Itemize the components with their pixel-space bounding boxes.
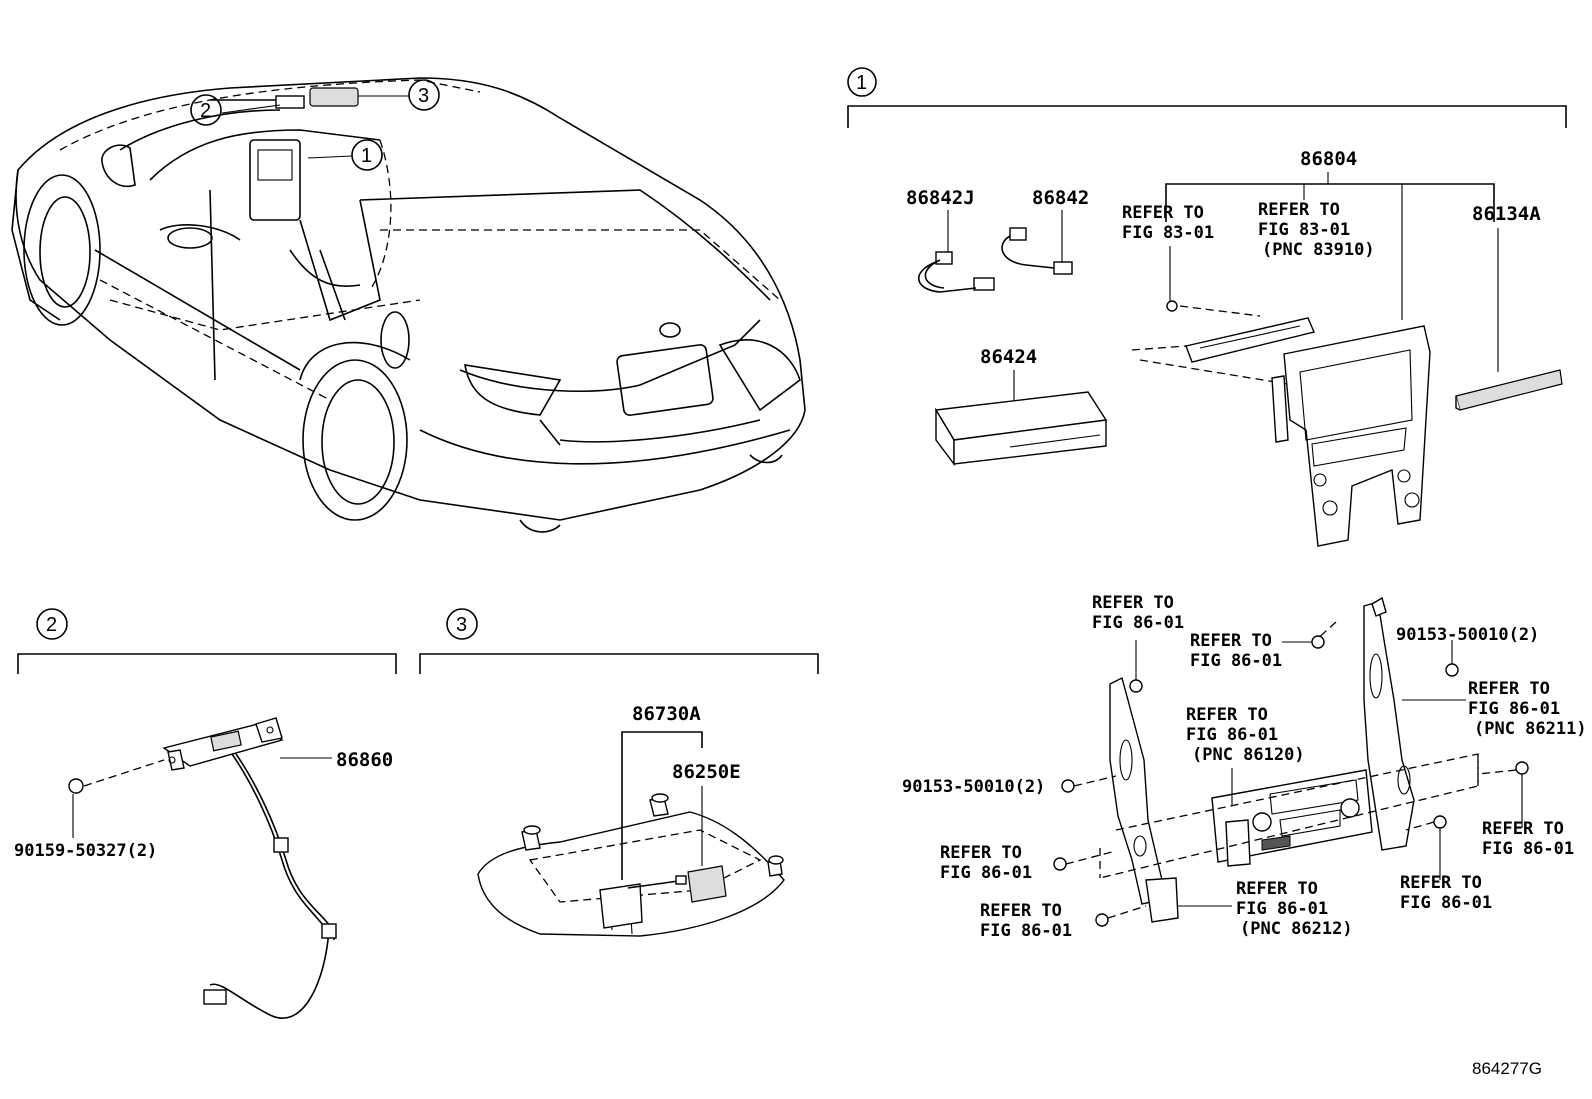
- part-86860: 86860: [336, 749, 393, 771]
- refer-fig-86-01-right-bolt: REFER TO FIG 86-01: [1400, 873, 1492, 913]
- svg-text:1: 1: [856, 72, 867, 94]
- svg-text:3: 3: [418, 85, 429, 107]
- part-86842: 86842: [1032, 187, 1089, 209]
- bolt-90159-50327: 90159-50327(2): [14, 841, 157, 861]
- part-86730A: 86730A: [632, 703, 701, 725]
- refer-fig-86-01-left-bottom: REFER TO FIG 86-01: [980, 901, 1072, 941]
- figure-id: 864277G: [1472, 1059, 1542, 1078]
- car-callout-2: 2: [190, 94, 281, 126]
- refer-fig-86-01-top-mid: REFER TO FIG 86-01: [1190, 631, 1282, 671]
- car-callout-3: 3: [358, 79, 440, 111]
- refer-fig-86-01-far-right: REFER TO FIG 86-01: [1482, 819, 1574, 859]
- part-86424: 86424: [980, 346, 1037, 368]
- car-callout-1: 1: [307, 139, 383, 171]
- svg-text:2: 2: [46, 614, 57, 636]
- car-overview: [11, 77, 806, 533]
- svg-text:2: 2: [200, 100, 211, 122]
- part-86804: 86804: [1300, 148, 1357, 170]
- section-3: 3 86730A 86250E: [419, 608, 819, 937]
- section-1: 1 86842J 86842 86424 86804 REFER TO FIG …: [847, 67, 1567, 547]
- bolt-90153-50010-left: 90153-50010(2): [902, 777, 1045, 797]
- svg-text:3: 3: [456, 614, 467, 636]
- refer-fig-83-01-a: REFER TO FIG 83-01: [1122, 203, 1214, 243]
- section-4: REFER TO FIG 86-01 REFER TO FIG 86-01 90…: [902, 593, 1587, 941]
- refer-fig-86-01-pnc-86212: REFER TO FIG 86-01 (PNC 86212): [1236, 879, 1353, 939]
- refer-fig-86-01-pnc-86211: REFER TO FIG 86-01 (PNC 86211): [1468, 679, 1587, 739]
- refer-fig-86-01-left-mid: REFER TO FIG 86-01: [940, 843, 1032, 883]
- refer-fig-86-01-pnc-86120: REFER TO FIG 86-01 (PNC 86120): [1186, 705, 1305, 765]
- bolt-90153-50010-right: 90153-50010(2): [1396, 625, 1539, 645]
- part-86250E: 86250E: [672, 761, 741, 783]
- section-2: 2 86860 90159-50327(2): [14, 608, 397, 1019]
- part-86842J: 86842J: [906, 187, 975, 209]
- part-86134A: 86134A: [1472, 203, 1541, 225]
- svg-text:1: 1: [361, 145, 372, 167]
- refer-fig-83-01-pnc-83910: REFER TO FIG 83-01 (PNC 83910): [1258, 200, 1375, 260]
- refer-fig-86-01-top: REFER TO FIG 86-01: [1092, 593, 1184, 633]
